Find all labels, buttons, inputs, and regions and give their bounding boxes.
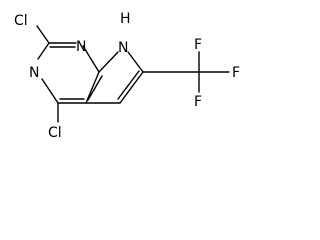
atom-n-left: N — [29, 65, 39, 81]
bond-c2-n1 — [37, 42, 50, 60]
atom-nh-n: N — [118, 40, 128, 56]
atom-f-right: F — [232, 65, 240, 81]
bond-nh-c6p — [127, 51, 144, 73]
atom-cl-bottom: Cl — [48, 125, 62, 141]
bond-lines — [36, 25, 230, 123]
bond-n3-c7a — [82, 45, 100, 73]
bond-c7a-c3a-inner — [87, 75, 103, 101]
atom-cl-top: Cl — [14, 13, 28, 29]
bond-c5-c7a — [85, 71, 100, 104]
atom-n-top: N — [76, 39, 86, 55]
atom-labels: Cl N N Cl N H F F F — [14, 11, 240, 141]
bond-c2-cl — [36, 25, 50, 44]
bond-c7a-nh — [98, 51, 119, 73]
atom-nh-h: H — [120, 11, 131, 27]
bond-c6p-c5p — [119, 71, 144, 104]
atom-f-bottom: F — [194, 94, 202, 110]
bond-n1-c6 — [41, 78, 59, 104]
bond-c6p-c5p-double — [117, 70, 140, 100]
atom-f-top: F — [194, 37, 202, 53]
chemical-structure: Cl N N Cl N H F F F — [14, 11, 240, 141]
